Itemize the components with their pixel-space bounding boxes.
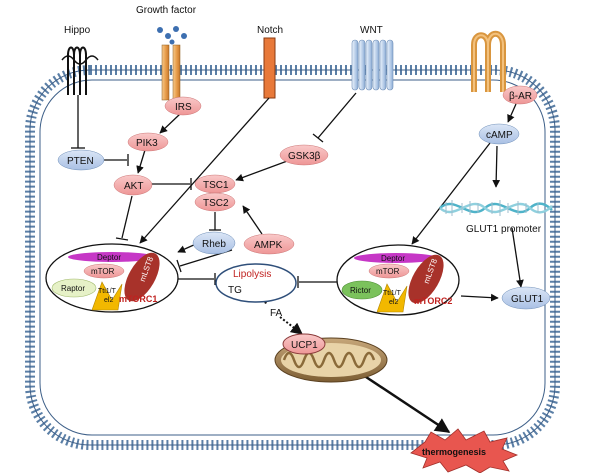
mtorc2-mlst8 <box>408 254 444 304</box>
mtorc1-mtor <box>83 263 125 279</box>
beta-ar-label: β-AR <box>509 91 532 102</box>
mtorc1-deptor <box>68 252 156 262</box>
rheb-label: Rheb <box>202 239 226 250</box>
mtorc1-tti1-tel2 <box>91 281 123 311</box>
node-rheb: Rheb <box>192 231 236 255</box>
beta-ar-receptor <box>471 30 506 92</box>
notch-label: Notch <box>257 25 283 36</box>
fa-label: FA <box>270 308 283 319</box>
gsk3b-label: GSK3β <box>288 151 321 162</box>
growth-factor-label: Growth factor <box>136 5 197 16</box>
beta-ar-node <box>502 85 538 105</box>
akt-label: AKT <box>124 181 143 192</box>
mtorc1-raptor-label: Raptor <box>61 284 85 293</box>
dna-helix-icon <box>439 200 553 216</box>
mtorc1-tti-line2: el2 <box>104 297 113 304</box>
node-ucp1: UCP1 <box>282 333 326 355</box>
lipolysis-region: Lipolysis TG <box>215 263 297 303</box>
mtorc1-complex: Deptor mTOR Raptor Tti1/T el2 mLST8 mTOR… <box>45 243 179 313</box>
mtorc1-raptor <box>51 278 97 298</box>
ucp1-label: UCP1 <box>291 340 318 351</box>
node-irs: IRS <box>164 96 202 116</box>
node-tsc2: TSC2 <box>194 192 236 212</box>
node-pik3: PIK3 <box>127 132 169 152</box>
mtorc2-tti-line1: Tti1/T <box>383 290 402 297</box>
mtorc2-mtor <box>368 263 410 279</box>
tg-label: TG <box>228 285 242 296</box>
mtorc2-tti1-tel2 <box>376 283 408 313</box>
notch-receptor <box>263 37 276 99</box>
cell-membrane <box>25 65 560 450</box>
mtorc2-deptor-label: Deptor <box>381 254 405 263</box>
mtorc1-mlst8 <box>124 252 160 302</box>
pik3-label: PIK3 <box>136 138 158 149</box>
mtorc2-rictor <box>341 280 383 300</box>
wnt-receptor <box>351 39 394 91</box>
camp-label: cAMP <box>486 130 513 141</box>
mtorc2-name: mTORC2 <box>414 296 452 306</box>
wnt-label: WNT <box>360 25 383 36</box>
irs-label: IRS <box>175 102 192 113</box>
hippo-receptor <box>61 46 99 95</box>
node-gsk3b: GSK3β <box>279 144 329 166</box>
tsc2-label: TSC2 <box>203 198 229 209</box>
glut1-promoter-label: GLUT1 promoter <box>466 224 542 235</box>
node-ampk: AMPK <box>243 233 295 255</box>
mtorc1-tti-line1: Tti1/T <box>98 288 117 295</box>
ampk-label: AMPK <box>254 240 283 251</box>
mtorc1-name: mTORC1 <box>119 294 157 304</box>
mtorc2-tti-line2: el2 <box>389 299 398 306</box>
node-glut1: GLUT1 <box>501 286 551 310</box>
node-akt: AKT <box>113 174 153 196</box>
thermogenesis-label: thermogenesis <box>422 447 486 457</box>
mtorc2-deptor <box>354 253 438 263</box>
thermogenesis-burst: thermogenesis <box>410 428 519 473</box>
pten-label: PTEN <box>67 156 94 167</box>
lipolysis-title: Lipolysis <box>233 269 271 280</box>
mtorc2-rictor-label: Rictor <box>350 286 371 295</box>
mtorc2-mtor-label: mTOR <box>376 267 400 276</box>
node-pten: PTEN <box>57 149 105 171</box>
hippo-label: Hippo <box>64 25 91 36</box>
mtorc2-complex: Deptor mTOR Rictor Tti1/T el2 mLST8 mTOR… <box>336 244 460 316</box>
mtorc1-deptor-label: Deptor <box>97 253 121 262</box>
growth-factor-receptor <box>157 26 187 101</box>
tsc1-label: TSC1 <box>203 180 229 191</box>
connectors <box>71 92 524 434</box>
glut1-label: GLUT1 <box>511 294 544 305</box>
mtorc1-mtor-label: mTOR <box>91 267 115 276</box>
node-tsc1: TSC1 <box>194 174 236 194</box>
node-camp: cAMP <box>478 123 520 145</box>
